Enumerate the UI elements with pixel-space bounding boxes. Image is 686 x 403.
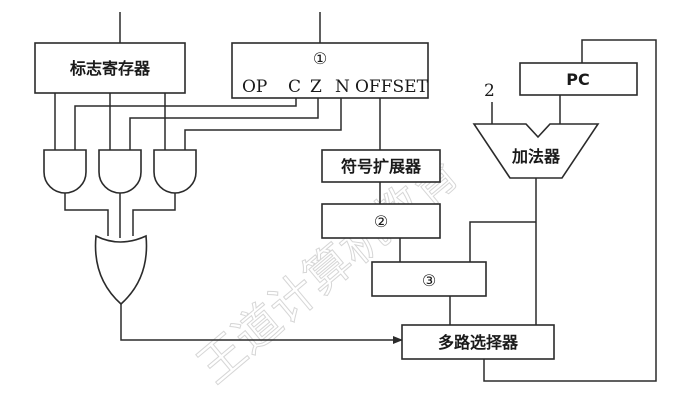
field-offset: OFFSET (355, 77, 429, 97)
field-n: N (335, 77, 350, 97)
mux-block (401, 324, 555, 360)
field-z: Z (310, 77, 322, 97)
mux-feedback-wire (483, 39, 657, 382)
c-bit-wire (74, 98, 297, 150)
field-op: OP (242, 77, 267, 97)
box-2-marker: ② (374, 212, 388, 231)
flag-register-block (34, 42, 186, 94)
flag-register-label: 标志寄存器 (69, 59, 151, 78)
or-gate (94, 234, 148, 306)
box-3-marker: ③ (422, 271, 436, 290)
sign-extender-label: 符号扩展器 (341, 157, 422, 176)
n-bit-wire (184, 98, 342, 150)
adder-block (472, 123, 600, 179)
instruction-register-marker: ① (313, 49, 327, 68)
adder-constant-label: 2 (484, 81, 495, 101)
and-gate-n (153, 149, 197, 194)
adder-branch-wire (469, 221, 536, 262)
pc-block (519, 62, 638, 96)
field-c: C (288, 77, 301, 97)
instruction-register-block (231, 42, 429, 99)
pc-label: PC (566, 70, 589, 89)
z-bit-wire (129, 98, 319, 150)
box-2-block (321, 203, 441, 239)
and-c-output-wire (64, 193, 109, 236)
and-n-output-wire (132, 193, 176, 236)
mux-label: 多路选择器 (438, 333, 519, 352)
sign-extender-block (321, 149, 441, 183)
and-gate-c (43, 149, 87, 194)
adder-label: 加法器 (511, 147, 561, 166)
and-gate-z (98, 149, 142, 194)
or-output-wire (120, 304, 403, 344)
box-3-block (371, 261, 487, 297)
